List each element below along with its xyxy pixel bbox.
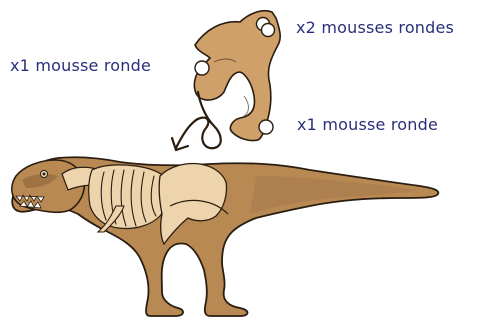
t-rex-model	[12, 157, 438, 316]
curly-arrow-icon	[172, 92, 221, 150]
foam-dot-icon	[262, 24, 275, 37]
label-one-round-foam-right: x1 mousse ronde	[297, 116, 438, 134]
label-one-round-foam-left: x1 mousse ronde	[10, 57, 151, 75]
label-two-round-foams: x2 mousses rondes	[296, 19, 454, 37]
foam-dot-icon	[259, 120, 273, 134]
foam-dot-icon	[195, 61, 209, 75]
